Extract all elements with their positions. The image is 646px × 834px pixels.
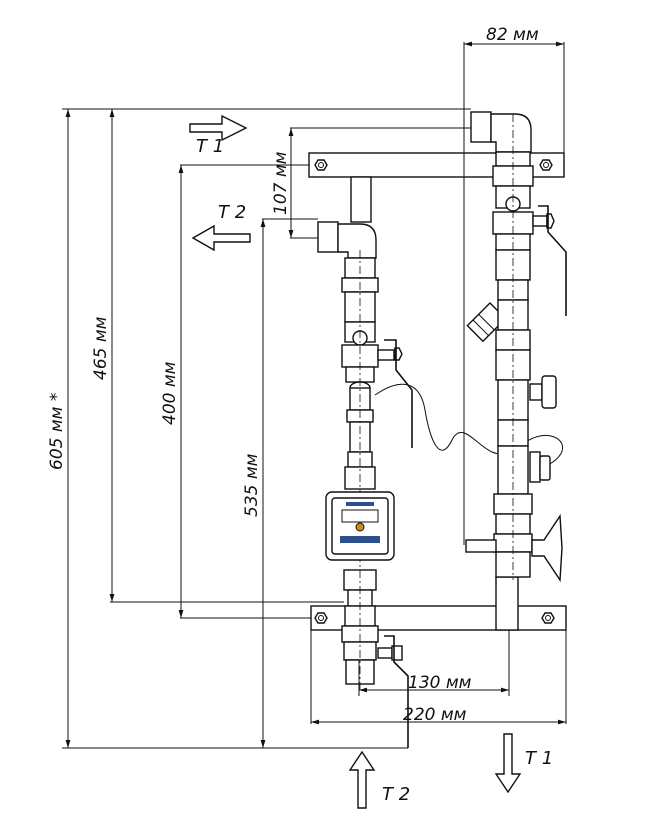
dim-130-label: 130 мм bbox=[408, 673, 472, 693]
supply-pipe bbox=[463, 42, 567, 583]
dim-465-label: 465 мм bbox=[91, 316, 111, 380]
flow-arrow-t2-out: T 2 bbox=[191, 202, 251, 252]
dimension-82mm: 82 мм bbox=[464, 25, 564, 47]
flow-arrow-t2-in: T 2 bbox=[348, 750, 410, 809]
dim-107-label: 107 мм bbox=[271, 151, 291, 215]
dim-220-label: 220 мм bbox=[403, 705, 467, 725]
sensor-cable bbox=[374, 383, 563, 466]
circulation-pump-controller bbox=[325, 491, 395, 561]
return-pipe bbox=[317, 221, 413, 748]
flow-arrow-t1-out: T 1 bbox=[494, 733, 553, 794]
dim-605-label: 605 мм * bbox=[47, 393, 67, 470]
dimension-400mm: 400 мм bbox=[160, 165, 184, 618]
dimension-107mm: 107 мм bbox=[271, 128, 294, 238]
dimension-220mm: 220 мм bbox=[311, 705, 566, 725]
dim-535-label: 535 мм bbox=[242, 453, 262, 517]
flow-label-t2-in: T 2 bbox=[382, 784, 410, 805]
flow-label-t1-in: T 1 bbox=[196, 136, 224, 157]
flow-label-t1-out: T 1 bbox=[525, 748, 553, 769]
dim-400-label: 400 мм bbox=[160, 361, 180, 425]
flow-arrow-t1-in: T 1 bbox=[189, 114, 248, 157]
dim-82-label: 82 мм bbox=[486, 25, 539, 45]
dimension-465mm: 465 мм bbox=[91, 109, 115, 602]
flow-label-t2-out: T 2 bbox=[218, 202, 246, 223]
dimension-535mm: 535 мм bbox=[242, 219, 266, 748]
dimension-605mm: 605 мм * bbox=[47, 109, 71, 748]
dimension-130mm: 130 мм bbox=[359, 673, 509, 693]
